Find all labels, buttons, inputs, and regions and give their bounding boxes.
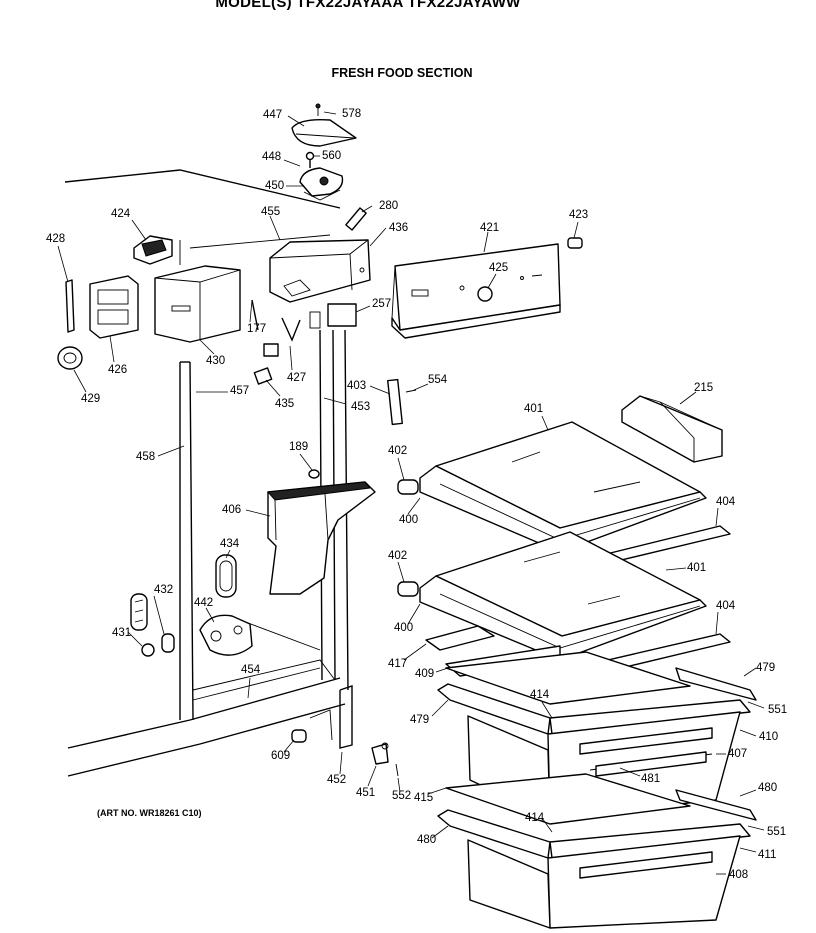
model-line: MODEL(S) TFX22JAYAAA TFX22JAYAWW: [215, 0, 521, 11]
part-label: 453: [351, 401, 371, 413]
part-label: 414: [525, 812, 545, 824]
part-label: 415: [414, 792, 434, 804]
part-label: 280: [379, 200, 399, 212]
part-215-bin: [621, 395, 723, 463]
part-label: 447: [263, 109, 283, 121]
part-label: 406: [222, 504, 242, 516]
part-label: 401: [687, 562, 707, 574]
part-label: 401: [524, 403, 544, 415]
part-429-motor: [57, 346, 83, 370]
part-label: 400: [394, 622, 414, 634]
part-189-screw: [308, 469, 320, 479]
part-label: 400: [399, 514, 419, 526]
cabinet-outline: [64, 169, 353, 777]
part-423-plug: [567, 237, 583, 249]
part-427-harness: [251, 299, 301, 357]
part-label: 403: [347, 380, 367, 392]
art-number: (ART NO. WR18261 C10): [97, 808, 202, 818]
part-label: 560: [322, 150, 342, 162]
part-label: 425: [489, 262, 509, 274]
part-label: 554: [428, 374, 448, 386]
part-label: 435: [275, 398, 295, 410]
part-451-bracket: [371, 742, 399, 777]
drawer-lower: [437, 773, 757, 929]
part-label: 428: [46, 233, 66, 245]
leader-lines: [57, 111, 765, 875]
part-450-socket: [299, 167, 344, 201]
part-402-support: [397, 479, 419, 597]
section-title: FRESH FOOD SECTION: [331, 66, 473, 80]
part-label: 411: [758, 849, 777, 861]
part-label: 479: [756, 662, 776, 674]
part-label: 407: [728, 748, 748, 760]
part-430-box: [154, 265, 241, 343]
part-label: 551: [767, 826, 787, 838]
part-label: 454: [241, 664, 261, 676]
part-label: 410: [759, 731, 779, 743]
part-label: 436: [389, 222, 409, 234]
part-label: 404: [716, 600, 736, 612]
part-label: 432: [154, 584, 174, 596]
part-label: 578: [342, 108, 362, 120]
part-label: 451: [356, 787, 376, 799]
part-label: 479: [410, 714, 430, 726]
part-label: 458: [136, 451, 156, 463]
part-label: 457: [230, 385, 250, 397]
part-label: 402: [388, 550, 408, 562]
part-label: 431: [112, 627, 132, 639]
part-421-panel: [391, 243, 561, 339]
part-447-cover: [291, 103, 357, 147]
part-428-bracket: [65, 279, 75, 333]
part-442-thermostat: [199, 614, 253, 656]
part-label: 215: [694, 382, 714, 394]
part-257-relay: [309, 303, 357, 329]
part-label: 430: [206, 355, 226, 367]
part-label: 414: [530, 689, 550, 701]
part-424-clip: [133, 235, 173, 265]
part-435-connector: [253, 367, 273, 385]
part-label: 257: [372, 298, 392, 310]
part-label: 424: [111, 208, 131, 220]
part-label: 442: [194, 597, 214, 609]
part-label: 429: [81, 393, 101, 405]
part-609-plug: [291, 729, 307, 743]
part-label: 452: [327, 774, 347, 786]
part-432-light: [130, 593, 175, 653]
part-label: 189: [289, 441, 309, 453]
part-434-cover: [215, 554, 237, 598]
part-label: 448: [262, 151, 282, 163]
part-448-screw: [305, 151, 315, 168]
part-label: 450: [265, 180, 285, 192]
part-436-housing: [269, 239, 371, 303]
part-label: 434: [220, 538, 240, 550]
part-label: 423: [569, 209, 589, 221]
part-label: 408: [729, 869, 749, 881]
part-label: 427: [287, 372, 307, 384]
part-426-cover: [89, 275, 139, 339]
part-431-socket: [141, 643, 155, 657]
part-label: 481: [641, 773, 661, 785]
part-label: 552: [392, 790, 412, 802]
part-label: 455: [261, 206, 281, 218]
part-label: 480: [758, 782, 778, 794]
part-280-bulb: [345, 207, 367, 231]
part-403-bracket: [387, 378, 417, 426]
part-label: 409: [415, 668, 435, 680]
part-406-duct: [266, 481, 376, 595]
part-label: 417: [388, 658, 408, 670]
part-label: 426: [108, 364, 128, 376]
part-425-knob: [477, 286, 493, 302]
part-label: 402: [388, 445, 408, 457]
part-label: 551: [768, 704, 788, 716]
part-label: 177: [247, 323, 267, 335]
part-label: 480: [417, 834, 437, 846]
part-label: 609: [271, 750, 291, 762]
part-label: 404: [716, 496, 736, 508]
part-label: 421: [480, 222, 500, 234]
